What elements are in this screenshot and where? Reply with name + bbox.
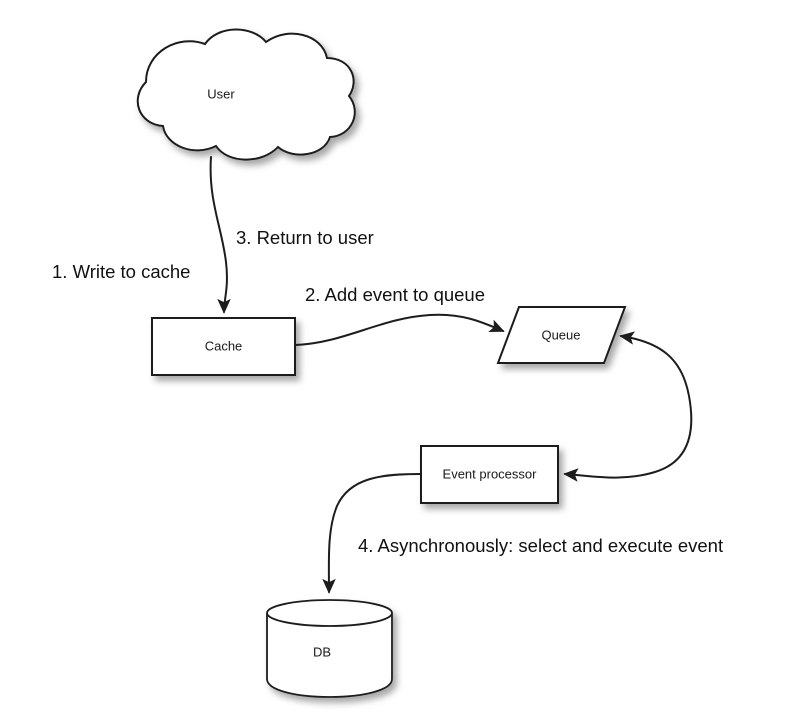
db-cylinder-top	[266, 599, 393, 627]
edge-queue-to-event-processor	[563, 331, 693, 482]
node-db-label: DB	[313, 644, 331, 659]
node-db[interactable]: DB	[266, 599, 393, 698]
node-event-processor[interactable]: Event processor	[420, 445, 559, 504]
step-label-4: 4. Asynchronously: select and execute ev…	[358, 535, 723, 556]
cache-shape	[151, 317, 296, 376]
node-cache[interactable]: Cache	[151, 317, 296, 376]
node-event-processor-label: Event processor	[443, 466, 538, 481]
db-cylinder-body	[266, 613, 393, 698]
node-cache-label: Cache	[205, 338, 243, 353]
edge-user-to-cache	[209, 156, 231, 314]
node-user-label: User	[207, 86, 235, 101]
node-queue-label: Queue	[541, 327, 580, 342]
node-user[interactable]: User	[136, 28, 356, 161]
cloud-shape	[136, 28, 356, 161]
step-label-2: 2. Add event to queue	[305, 284, 485, 305]
step-label-3: 3. Return to user	[236, 227, 374, 248]
step-label-1: 1. Write to cache	[52, 261, 190, 282]
edge-event-processor-to-db	[322, 473, 422, 594]
edge-cache-to-queue	[294, 313, 505, 346]
node-queue[interactable]: Queue	[496, 306, 627, 364]
